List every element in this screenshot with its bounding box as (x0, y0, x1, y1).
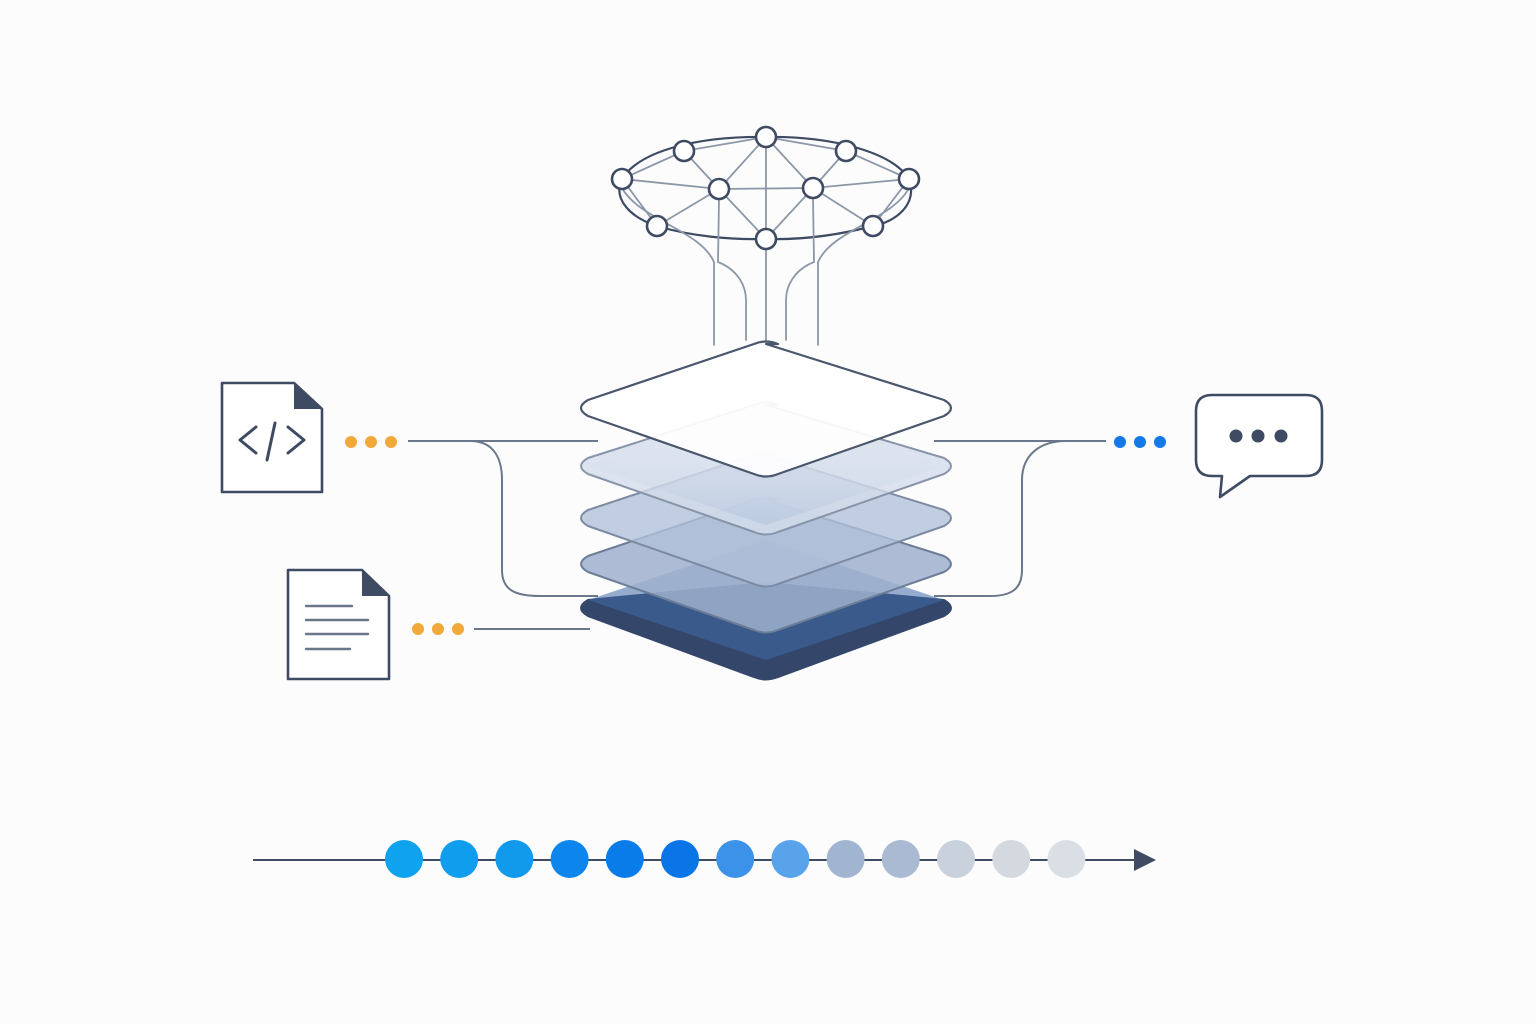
timeline-dot-5 (605, 840, 644, 878)
timeline-dots (385, 840, 1086, 878)
output-dots (1114, 436, 1166, 448)
timeline-dot-4 (550, 840, 589, 878)
timeline-dot-9 (826, 840, 865, 878)
chat-bubble-icon (1194, 393, 1324, 499)
timeline-dot-13 (1047, 840, 1086, 878)
timeline-dot-7 (716, 840, 755, 878)
layer-5 (579, 340, 953, 478)
code-file-icon (220, 381, 324, 494)
timeline-dot-10 (881, 840, 920, 878)
timeline-dot-2 (440, 840, 479, 878)
timeline-dot-3 (495, 840, 534, 878)
timeline-dot-11 (937, 840, 975, 878)
timeline-dot-12 (992, 840, 1031, 878)
text-document-icon (286, 568, 391, 681)
timeline (253, 840, 1156, 878)
connector-lines (408, 440, 1106, 630)
timeline-dot-8 (771, 840, 810, 878)
timeline-dot-6 (661, 840, 699, 878)
timeline-dot-1 (385, 840, 423, 878)
layer-stack (579, 340, 953, 681)
arrow-right-icon (1134, 849, 1156, 871)
neural-network-icon (610, 125, 921, 346)
input-dots-document (412, 623, 464, 635)
input-dots-code (345, 436, 397, 448)
